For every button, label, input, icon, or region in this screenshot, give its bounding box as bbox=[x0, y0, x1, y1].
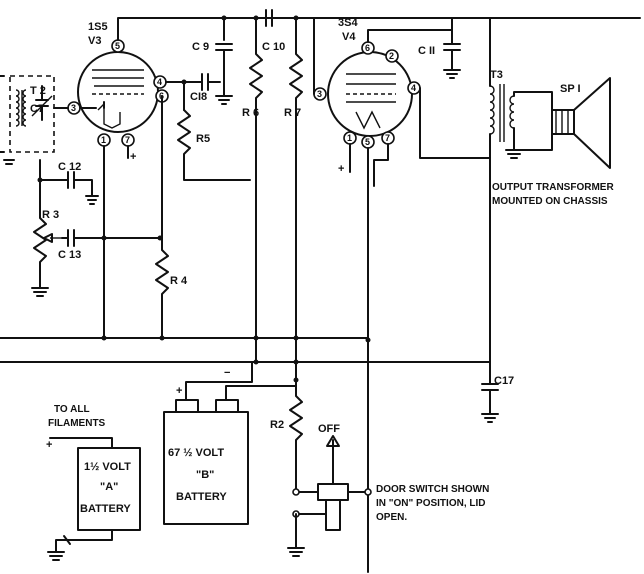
tube-v4 bbox=[327, 51, 413, 137]
svg-text:5: 5 bbox=[115, 41, 120, 51]
t2-label: T 2 bbox=[30, 85, 46, 97]
svg-text:6: 6 bbox=[365, 43, 370, 53]
door-switch[interactable] bbox=[287, 435, 372, 557]
resistor-r2 bbox=[289, 361, 303, 491]
battery-b-line1: 67 ½ VOLT bbox=[168, 447, 224, 459]
battery-a-line3: BATTERY bbox=[80, 503, 131, 515]
v3-pins: 5 4 6 3 1 7 bbox=[67, 39, 169, 147]
r4-label: R 4 bbox=[170, 275, 188, 287]
battery-b-plus: + bbox=[176, 385, 182, 397]
c13-label: C 13 bbox=[58, 249, 81, 261]
capacitor-c9 bbox=[215, 17, 233, 105]
svg-text:1: 1 bbox=[101, 135, 106, 145]
svg-text:4: 4 bbox=[157, 77, 162, 87]
resistor-r4 bbox=[155, 95, 169, 339]
output-note-line2: MOUNTED ON CHASSIS bbox=[492, 196, 608, 207]
filaments-note-line2: FILAMENTS bbox=[48, 418, 106, 429]
svg-text:7: 7 bbox=[385, 133, 390, 143]
if-transformer-t2 bbox=[0, 75, 55, 165]
resistor-r5 bbox=[177, 109, 251, 181]
v4-ref-label: V4 bbox=[342, 31, 356, 43]
battery-b-minus: − bbox=[224, 367, 230, 379]
svg-text:1: 1 bbox=[347, 133, 352, 143]
c12-label: C 12 bbox=[58, 161, 81, 173]
capacitor-c11 bbox=[443, 29, 461, 79]
svg-text:3: 3 bbox=[317, 89, 322, 99]
battery-a bbox=[47, 437, 141, 561]
c9-label: C 9 bbox=[192, 41, 209, 53]
r3-label: R 3 bbox=[42, 209, 59, 221]
capacitor-c17 bbox=[481, 361, 499, 423]
output-note-line1: OUTPUT TRANSFORMER bbox=[492, 182, 614, 193]
v3-filament-plus: + bbox=[130, 151, 136, 163]
filaments-note-line1: TO ALL bbox=[54, 404, 90, 415]
svg-text:7: 7 bbox=[125, 135, 130, 145]
battery-b-line3: BATTERY bbox=[176, 491, 227, 503]
output-transformer-t3 bbox=[451, 17, 553, 159]
switch-off-label: OFF bbox=[318, 423, 340, 435]
resistor-r3 bbox=[31, 179, 62, 297]
battery-b bbox=[163, 361, 297, 525]
r6-label: R 6 bbox=[242, 107, 259, 119]
battery-a-line2: "A" bbox=[100, 481, 118, 493]
battery-b-line2: "B" bbox=[196, 469, 214, 481]
c11-label: C II bbox=[418, 45, 435, 57]
r5-label: R5 bbox=[196, 133, 210, 145]
c7-label: C7 bbox=[30, 103, 44, 115]
switch-note-line3: OPEN. bbox=[376, 512, 407, 523]
battery-a-plus: + bbox=[46, 439, 52, 451]
capacitor-c13 bbox=[61, 229, 161, 247]
speaker-sp1 bbox=[551, 77, 611, 169]
switch-note-line2: IN "ON" POSITION, LID bbox=[376, 498, 486, 509]
c10-label: C 10 bbox=[262, 41, 285, 53]
svg-text:4: 4 bbox=[411, 83, 416, 93]
resistor-r6 bbox=[249, 17, 263, 363]
v3-ref-label: V3 bbox=[88, 35, 101, 47]
v4-pins: 6 2 4 3 1 5 7 bbox=[313, 41, 421, 149]
switch-note-line1: DOOR SWITCH SHOWN bbox=[376, 484, 489, 495]
sp1-label: SP I bbox=[560, 83, 581, 95]
capacitor-c18 bbox=[189, 73, 221, 91]
tube-v3 bbox=[77, 51, 159, 133]
svg-text:5: 5 bbox=[365, 137, 370, 147]
battery-a-line1: 1½ VOLT bbox=[84, 461, 131, 473]
v3-type-label: 1S5 bbox=[88, 21, 108, 33]
c18-label: CI8 bbox=[190, 91, 207, 103]
capacitor-c12 bbox=[61, 171, 99, 205]
v4-type-label: 3S4 bbox=[338, 17, 358, 29]
svg-text:3: 3 bbox=[71, 103, 76, 113]
r7-label: R 7 bbox=[284, 107, 301, 119]
resistor-r7 bbox=[289, 17, 303, 363]
t3-label: T3 bbox=[490, 69, 503, 81]
v4-filament-plus: + bbox=[338, 163, 344, 175]
c17-label: C17 bbox=[494, 375, 514, 387]
svg-text:2: 2 bbox=[389, 51, 394, 61]
r2-label: R2 bbox=[270, 419, 284, 431]
